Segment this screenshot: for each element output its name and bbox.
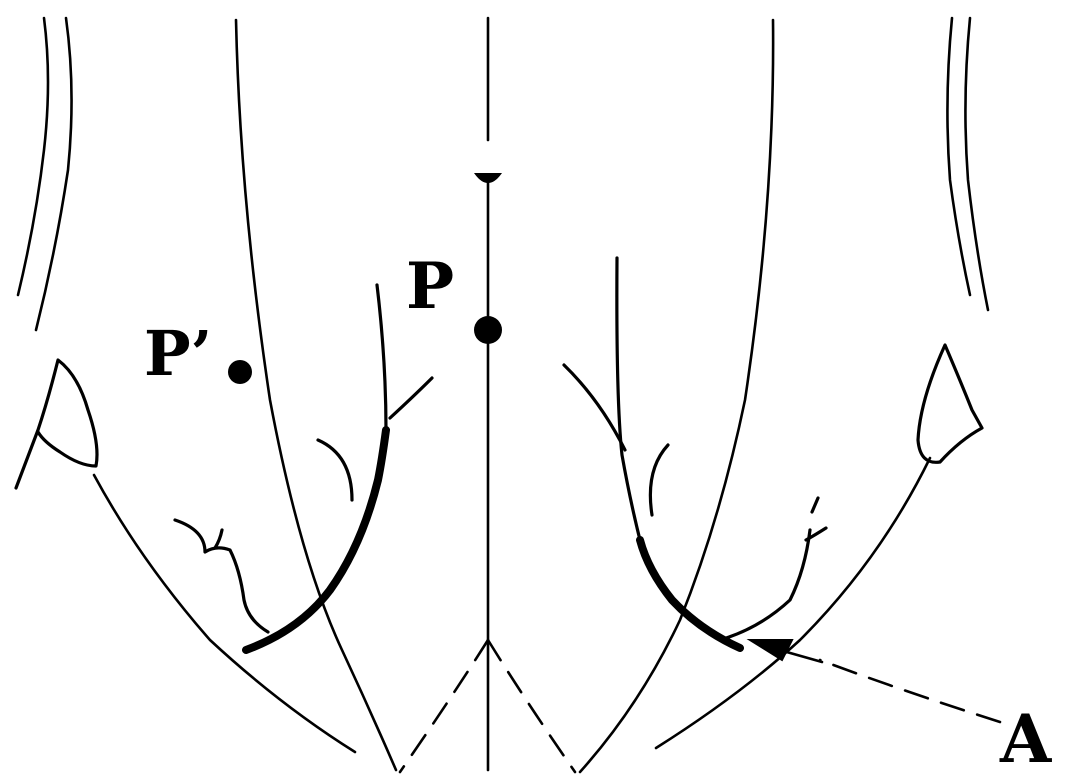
right-lower-contour — [656, 458, 930, 748]
left-loop — [16, 360, 97, 488]
label-a: A — [999, 700, 1052, 778]
right-long-line — [580, 20, 773, 772]
point-p — [474, 316, 502, 344]
point-p-prime — [228, 360, 252, 384]
left-long-line — [236, 20, 396, 770]
label-p-prime: P’ — [144, 317, 212, 390]
arrow-a — [750, 640, 1000, 722]
right-branch-vessel — [564, 258, 826, 648]
left-outer-contour — [18, 18, 72, 330]
right-loop — [918, 345, 982, 462]
left-lower-contour — [94, 475, 355, 752]
label-p: P — [406, 249, 454, 324]
central-midline — [476, 18, 500, 770]
right-outer-contour — [947, 18, 988, 310]
left-branch-vessel — [175, 285, 432, 650]
